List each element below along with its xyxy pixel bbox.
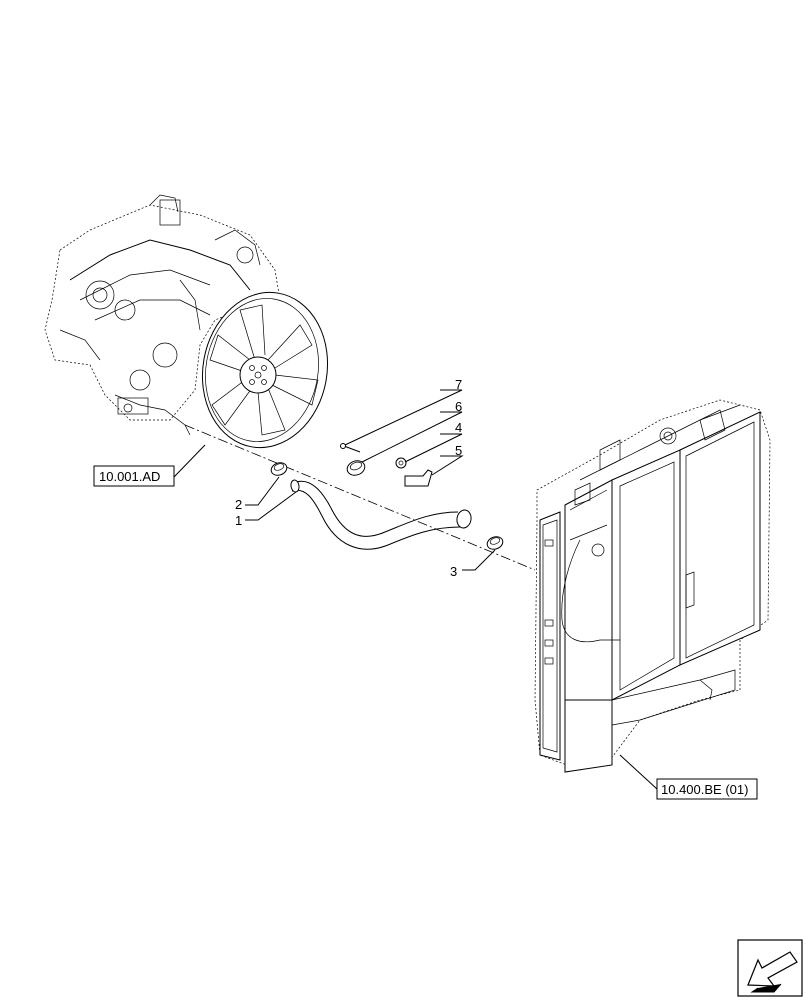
engine-assembly bbox=[44, 194, 329, 449]
callout-7: 7 bbox=[455, 377, 462, 392]
part-hose-1 bbox=[290, 479, 472, 550]
callout-2: 2 bbox=[235, 497, 242, 512]
engine-reference[interactable]: 10.001.AD bbox=[93, 444, 206, 487]
radiator-reference[interactable]: 10.400.BE (01) bbox=[619, 754, 758, 800]
part-screw-7 bbox=[340, 443, 361, 453]
callout-1: 1 bbox=[235, 513, 242, 528]
center-axis-line bbox=[184, 424, 536, 571]
part-nut-4 bbox=[395, 457, 407, 469]
arrow-previous-icon[interactable] bbox=[737, 939, 803, 997]
callout-leaders bbox=[245, 389, 496, 571]
radiator-assembly bbox=[534, 399, 771, 773]
callout-6: 6 bbox=[455, 399, 462, 414]
part-clamp-6 bbox=[346, 460, 366, 476]
callout-4: 4 bbox=[455, 420, 462, 435]
radiator-reference-label: 10.400.BE (01) bbox=[661, 782, 748, 797]
callout-5: 5 bbox=[455, 443, 462, 458]
part-clamp-3 bbox=[486, 536, 504, 550]
part-clamp-2 bbox=[270, 462, 288, 476]
engine-reference-label: 10.001.AD bbox=[99, 469, 160, 484]
callout-3: 3 bbox=[450, 564, 457, 579]
part-bracket-5 bbox=[404, 469, 433, 487]
